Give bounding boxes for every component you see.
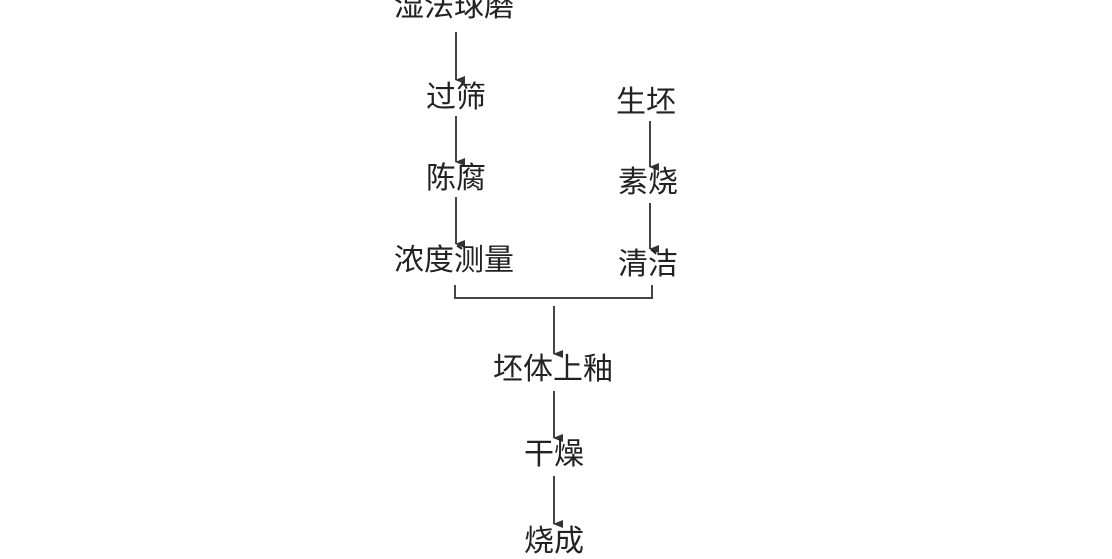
step-firing: 烧成 [524,524,584,559]
step-green-body: 生坯 [616,85,676,120]
merge-bracket [454,285,653,299]
step-aging: 陈腐 [426,161,486,196]
step-density-measurement: 浓度测量 [394,243,514,278]
step-wet-ball-milling: 湿法球磨 [394,0,514,24]
step-cleaning: 清洁 [618,247,678,282]
step-glazing: 坯体上釉 [493,352,613,387]
step-bisque-firing: 素烧 [618,165,678,200]
step-sieving: 过筛 [426,80,486,115]
step-drying: 干燥 [524,437,584,472]
